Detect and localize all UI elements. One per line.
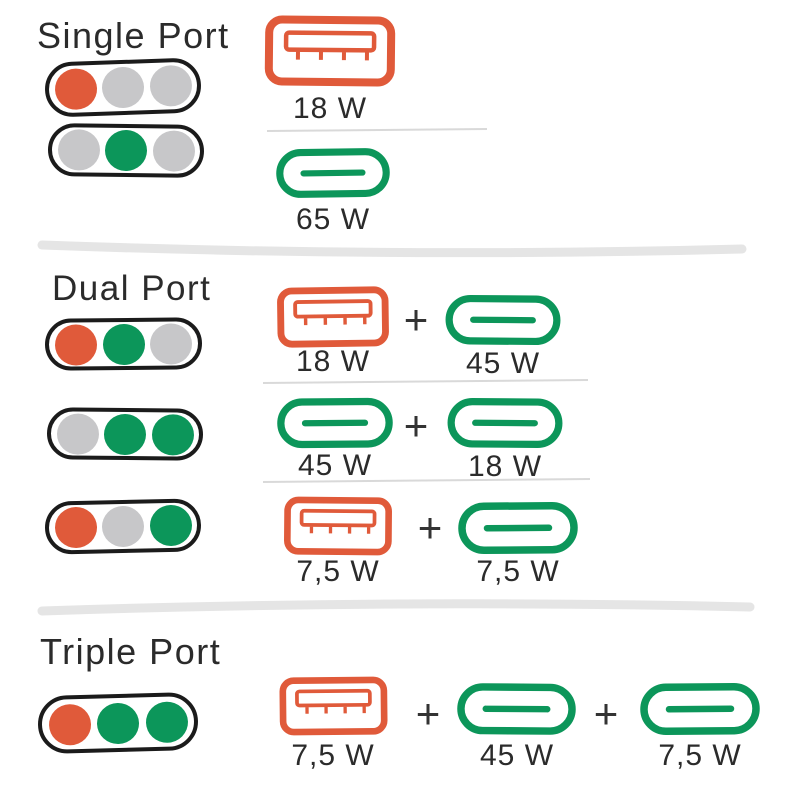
indicator-dot: [54, 323, 97, 366]
indicator-dot: [47, 703, 92, 746]
indicator-dot: [103, 413, 147, 455]
indicator-dot: [101, 66, 145, 109]
indicator-dot: [148, 64, 193, 108]
wattage-label: 45 W: [465, 347, 541, 380]
usb-c-icon: [447, 398, 563, 448]
indicator-dot: [57, 129, 100, 171]
indicator-dot: [152, 130, 195, 172]
indicator-dot: [56, 412, 99, 455]
usb-c-icon: [277, 397, 393, 449]
indicator-pill: [37, 691, 199, 755]
wattage-label: 7,5 W: [476, 555, 560, 588]
indicator-dot: [150, 322, 193, 365]
plus-sign: +: [403, 296, 429, 343]
indicator-dot: [144, 700, 189, 743]
wattage-label: 18 W: [292, 92, 368, 125]
indicator-pill: [44, 317, 203, 371]
usb-c-icon: [457, 683, 576, 735]
indicator-pill: [46, 407, 204, 461]
indicator-pill: [44, 57, 202, 118]
usb-a-icon: [277, 286, 389, 348]
indicator-dot: [149, 504, 192, 547]
row-divider: [266, 128, 488, 132]
indicator-dot: [151, 413, 194, 456]
wattage-label: 7,5 W: [658, 739, 742, 772]
indicator-dot: [54, 506, 97, 549]
indicator-dot: [96, 701, 140, 745]
indicator-pill: [47, 123, 205, 178]
wattage-label: 7,5 W: [296, 555, 380, 588]
indicator-dot: [104, 129, 148, 172]
wattage-label: 18 W: [295, 345, 371, 378]
wattage-label: 65 W: [295, 203, 371, 236]
usb-a-icon: [279, 676, 388, 736]
usb-a-icon: [284, 496, 392, 556]
section-divider: [37, 599, 755, 616]
wattage-label: 7,5 W: [291, 739, 375, 772]
usb-c-icon: [276, 148, 390, 198]
section-title-triple: Triple Port: [40, 631, 222, 672]
plus-sign: +: [417, 504, 443, 551]
indicator-pill: [44, 498, 202, 555]
indicator-dot: [102, 323, 145, 365]
section-title-single: Single Port: [37, 15, 230, 56]
plus-sign: +: [593, 690, 619, 737]
wattage-label: 18 W: [467, 450, 543, 483]
usb-a-icon: [264, 15, 396, 87]
usb-c-icon: [640, 682, 760, 736]
wattage-label: 45 W: [297, 449, 373, 482]
section-divider: [37, 240, 747, 258]
wattage-label: 45 W: [479, 739, 555, 772]
indicator-dot: [53, 67, 98, 111]
usb-c-icon: [445, 294, 561, 346]
usb-c-icon: [458, 502, 578, 554]
section-title-dual: Dual Port: [52, 269, 212, 308]
plus-sign: +: [403, 402, 429, 449]
indicator-dot: [101, 505, 145, 548]
plus-sign: +: [415, 690, 441, 737]
